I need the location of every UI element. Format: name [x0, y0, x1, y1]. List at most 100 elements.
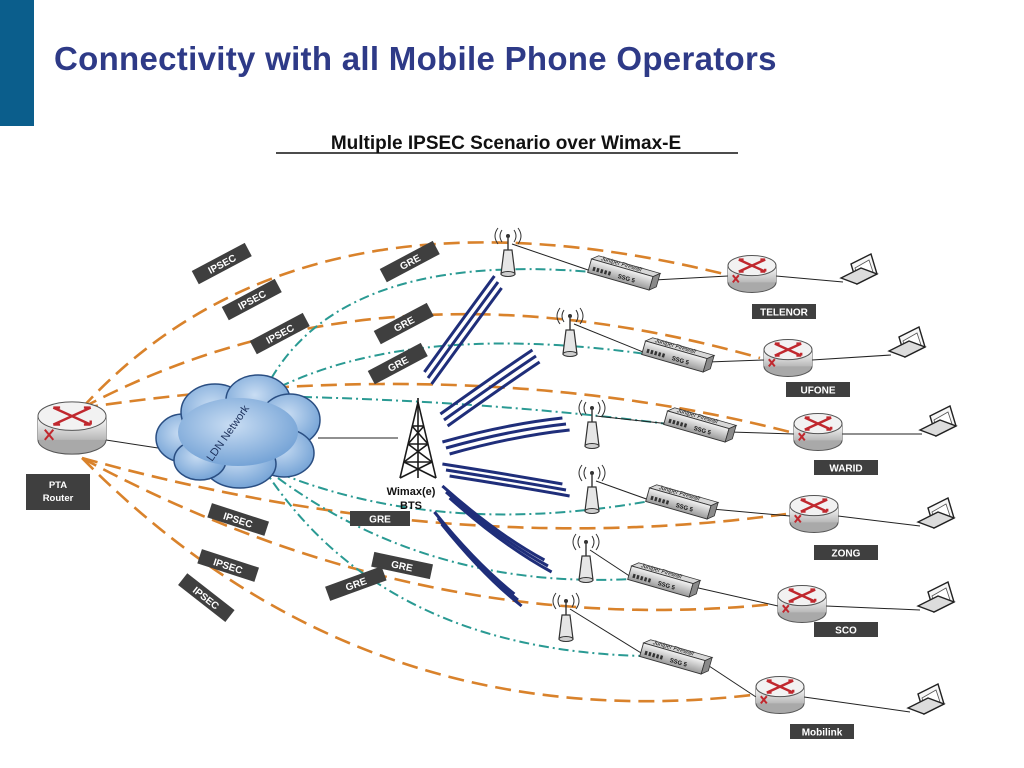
operator-name: Mobilink: [802, 728, 843, 739]
radio-link-line: [441, 416, 563, 444]
radio-links: [423, 275, 570, 608]
pta-router-tag: PTA Router: [26, 474, 90, 510]
antenna-icon: [572, 533, 600, 583]
laptop-icon: [916, 497, 956, 529]
laptop-icon: [906, 683, 946, 715]
gre-tunnel-line: [261, 465, 651, 516]
router-laptop-link: [811, 354, 892, 361]
radio-link-line: [441, 484, 546, 562]
operator-tag: Mobilink: [790, 724, 854, 739]
antenna-firewall-link: [511, 243, 595, 273]
tower-icon: [399, 398, 437, 479]
radio-link-line: [449, 474, 570, 498]
radio-link-bundle: [441, 416, 570, 456]
radio-link-line: [439, 348, 534, 416]
firewall-router-link: [705, 663, 757, 698]
pta-router: [37, 401, 107, 455]
gre-tag: GRE: [325, 566, 387, 601]
cloud-icon: [155, 374, 321, 489]
router-laptop-link: [775, 275, 844, 283]
router-icon: [755, 676, 805, 714]
radio-link-line: [445, 422, 567, 450]
router-icon: [37, 401, 107, 455]
router-laptop-link: [803, 696, 911, 713]
bts-label-line1: Wimax(e): [387, 486, 436, 498]
ipsec-tag: IPSEC: [221, 278, 282, 321]
gre-tunnel-line: [261, 268, 593, 397]
gre-tag: GRE: [373, 302, 434, 345]
firewall-model: SSG 5: [657, 581, 676, 592]
radio-link-line: [442, 462, 563, 486]
radio-link-bundle: [423, 275, 503, 385]
antenna-firewall-link: [569, 608, 647, 657]
operator-tag: UFONE: [786, 382, 850, 397]
operator-name: ZONG: [832, 549, 861, 560]
gre-tunnel-line: [261, 342, 647, 397]
wired-links: [105, 437, 398, 449]
antenna-firewall-link: [595, 415, 671, 425]
ipsec-tag: IPSEC: [249, 312, 310, 355]
operator-tag: TELENOR: [752, 304, 816, 319]
radio-link-line: [430, 287, 503, 385]
antenna-icon: [494, 227, 522, 277]
pta-cloud-link: [105, 439, 159, 449]
radio-link-line: [449, 428, 570, 456]
bts-label-line2: BTS: [400, 500, 422, 512]
gre-tag: GRE: [367, 342, 428, 385]
ipsec-tag: IPSEC: [178, 573, 235, 622]
radio-link-bundle: [433, 511, 523, 608]
operator-name: SCO: [835, 626, 857, 637]
antenna-icon: [552, 592, 580, 642]
antenna-firewall-link: [595, 480, 653, 502]
antenna-firewall-link: [589, 549, 635, 580]
antenna-icon: [556, 307, 584, 357]
gre-tag: GRE: [350, 511, 410, 526]
radio-link-line: [440, 523, 523, 608]
radio-link-line: [426, 281, 500, 379]
firewall-model: SSG 5: [669, 658, 688, 669]
slide-title: Connectivity with all Mobile Phone Opera…: [54, 40, 777, 77]
router-icon: [727, 255, 777, 293]
router-laptop-link: [825, 605, 921, 611]
diagram-heading: Multiple IPSEC Scenario over Wimax-E: [331, 133, 681, 154]
gre-tag: GRE: [371, 551, 434, 580]
operator-tag: ZONG: [814, 545, 878, 560]
firewall-router-link: [729, 431, 795, 435]
firewall-model: SSG 5: [617, 274, 636, 285]
operator-tag: WARID: [814, 460, 878, 475]
ipsec-tunnel-line: [81, 241, 725, 409]
radio-link-line: [448, 496, 553, 574]
firewall-router-link: [707, 359, 765, 363]
ipsec-tunnel-line: [81, 456, 775, 612]
firewall-router-link: [653, 275, 729, 281]
radio-link-line: [445, 490, 549, 568]
firewall-router-link: [711, 508, 791, 517]
router-icon: [777, 585, 827, 623]
wimax-bts-tower: Wimax(e) BTS: [387, 398, 437, 512]
firewall-model: SSG 5: [671, 356, 690, 367]
ipsec-tag: IPSEC: [191, 242, 252, 285]
laptop-icon: [918, 405, 958, 437]
radio-link-bundle: [439, 348, 541, 428]
operator-name: TELENOR: [760, 308, 809, 319]
gre-tag-text: GRE: [369, 515, 391, 526]
radio-link-line: [443, 354, 537, 422]
ipsec-tag: IPSEC: [197, 549, 260, 582]
router-icon: [763, 339, 813, 377]
firewall-model: SSG 5: [693, 426, 712, 437]
radio-link-line: [423, 275, 496, 373]
ipsec-tunnel-line: [81, 457, 753, 703]
pta-router-label-line2: Router: [43, 493, 74, 504]
radio-link-line: [446, 360, 541, 428]
radio-link-line: [445, 468, 567, 492]
